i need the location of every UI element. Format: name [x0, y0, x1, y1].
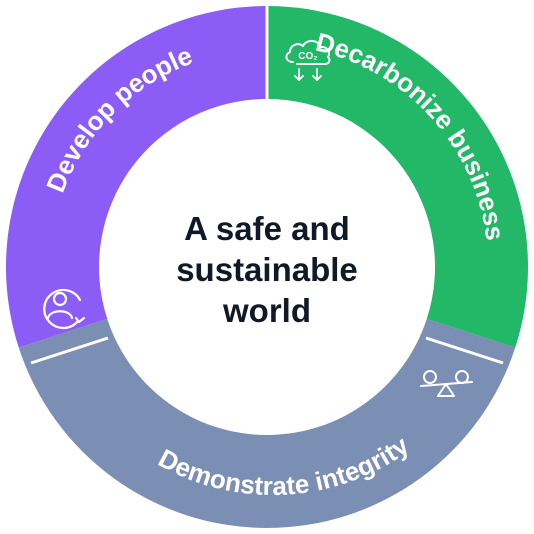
segment-demonstrate-integrity — [18, 318, 516, 528]
person-cycle-icon — [43, 288, 86, 330]
separator-right — [425, 336, 504, 365]
separator-left — [30, 336, 109, 365]
segment-develop-people — [5, 6, 268, 348]
balance-scale-icon — [420, 370, 473, 397]
segment-decarbonize-business — [267, 6, 528, 348]
center-title-line-1: A safe and — [184, 210, 350, 247]
center-title-line-2: sustainable — [176, 251, 358, 288]
co2-icon-text: CO₂ — [298, 51, 317, 62]
co2-cloud-reduction-icon: CO₂ — [285, 39, 331, 81]
center-title-line-3: world — [222, 292, 311, 329]
